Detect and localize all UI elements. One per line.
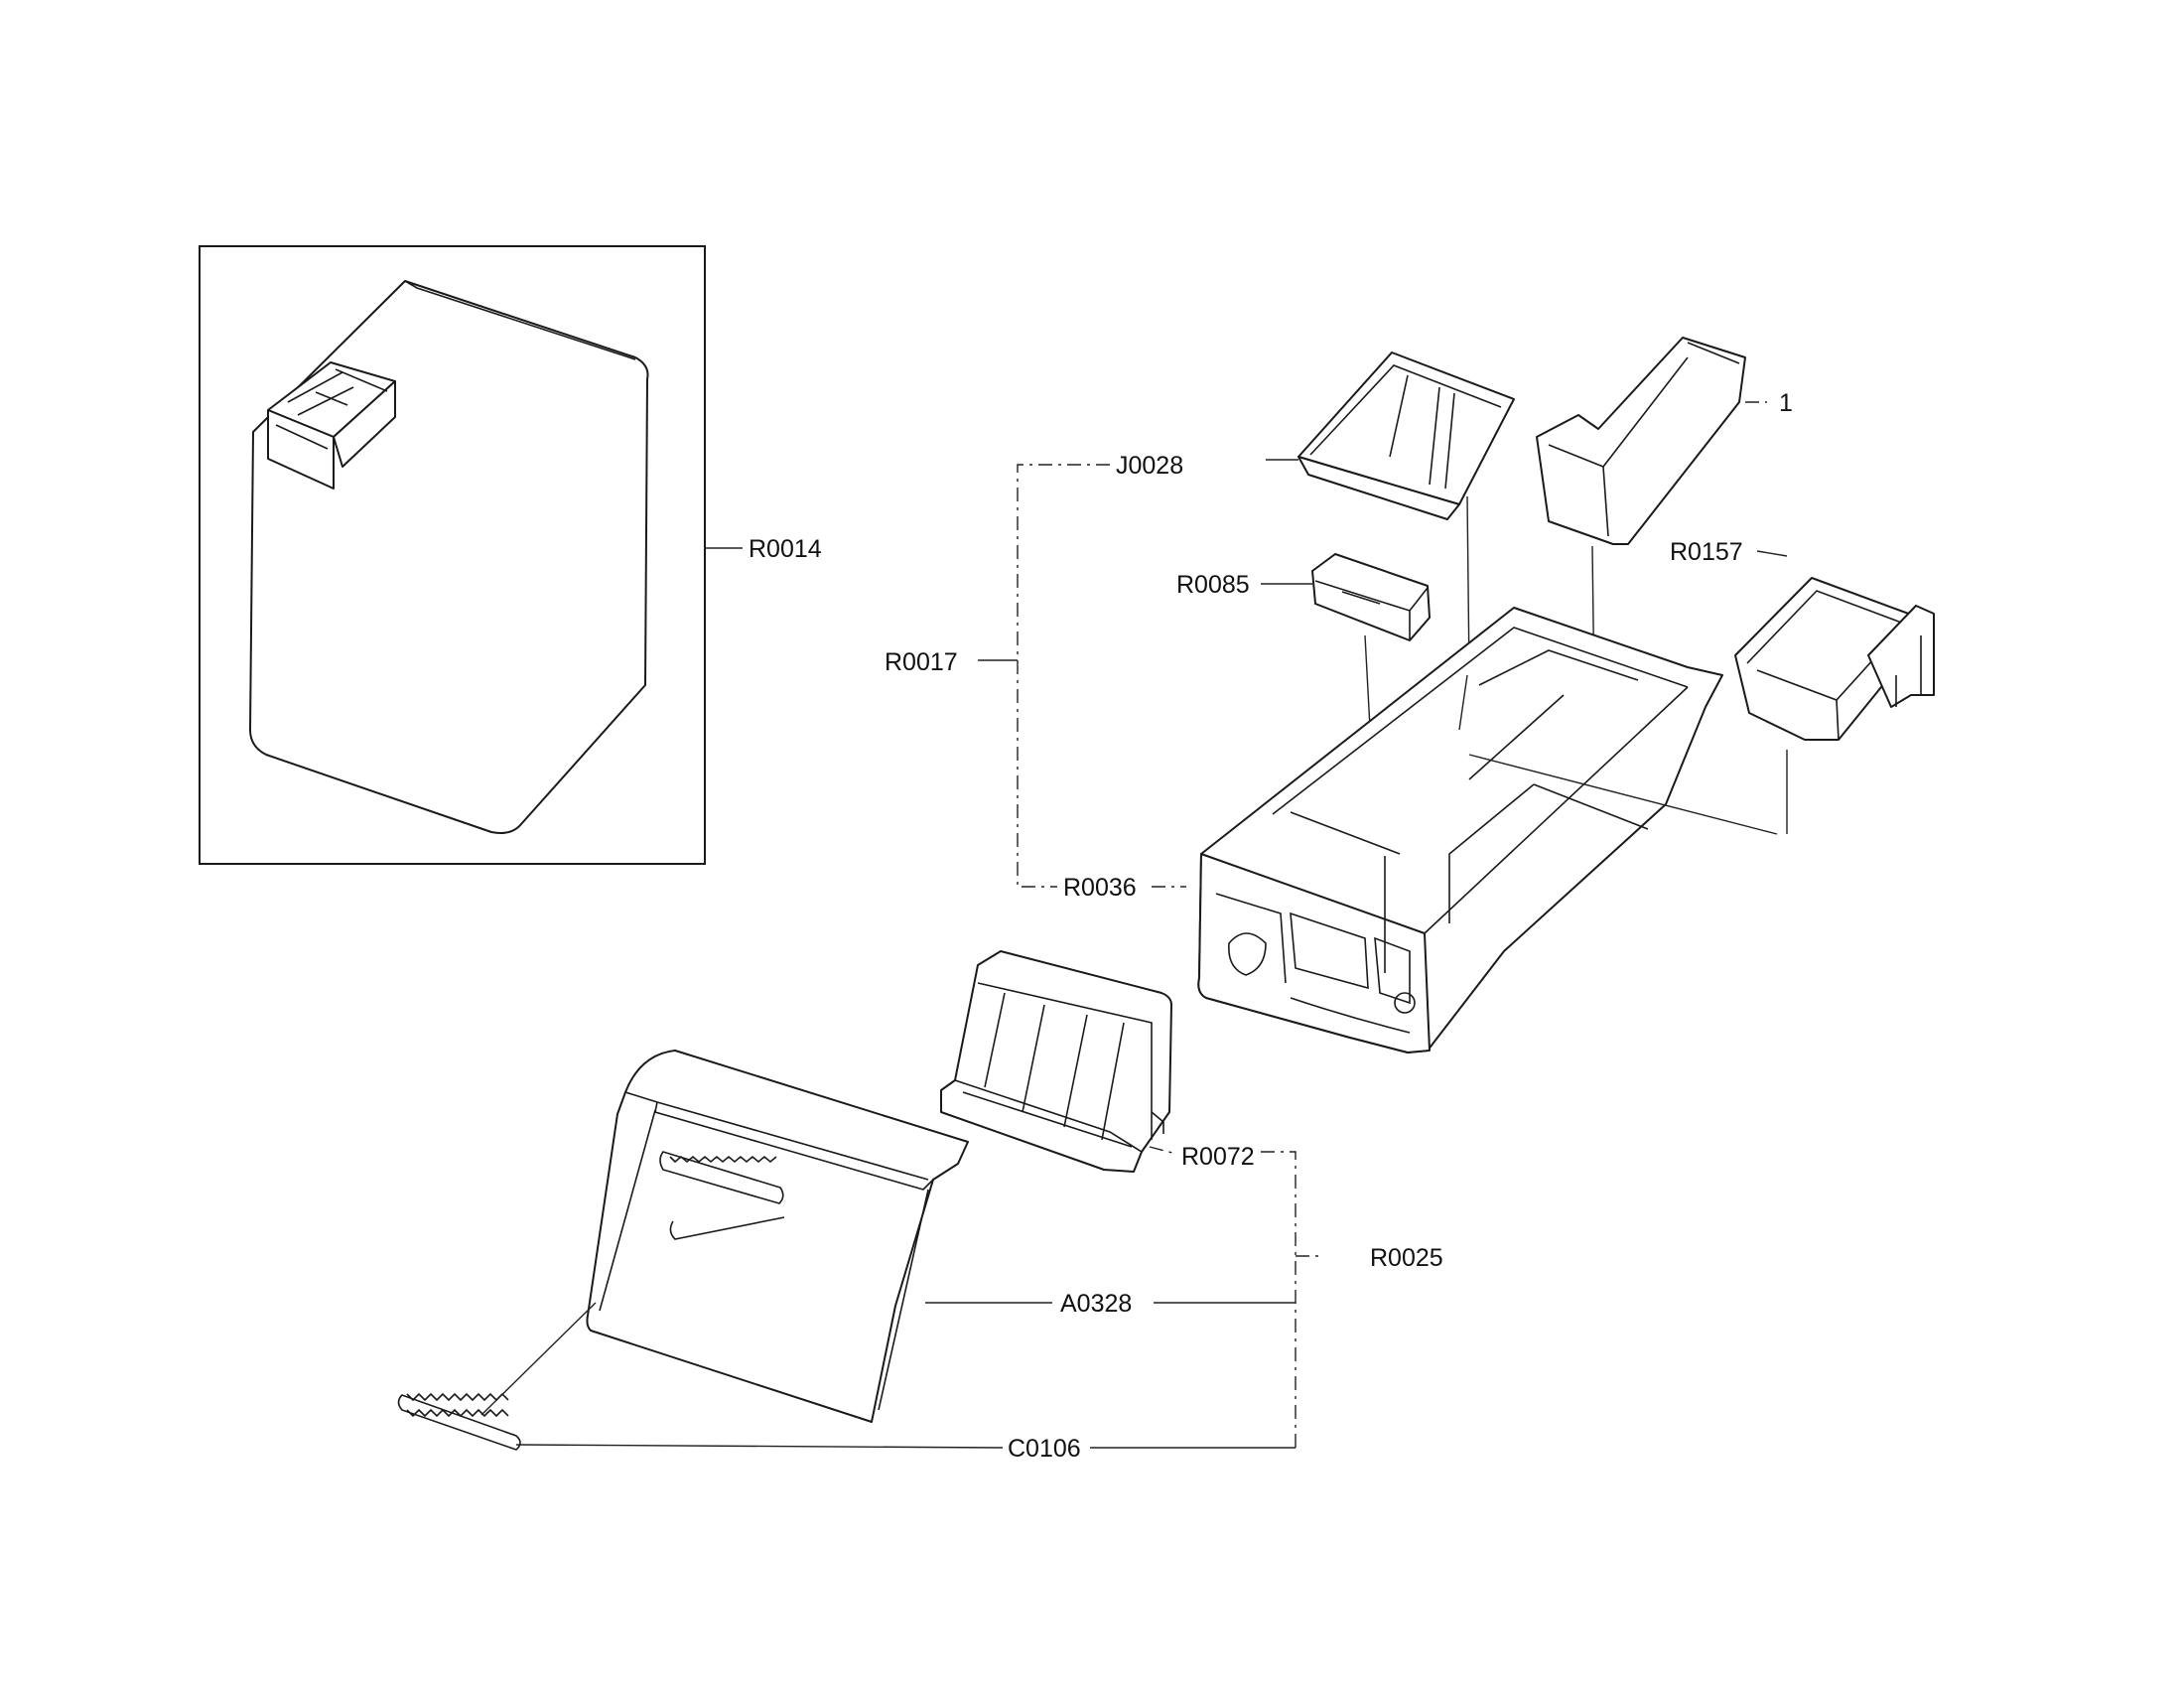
detergent-tray-j0028	[1266, 351, 1515, 676]
front-panel-a0328	[586, 1050, 1296, 1423]
washer-assembly-box	[199, 245, 706, 865]
label-r0157: R0157	[1670, 538, 1743, 566]
label-r0025: R0025	[1370, 1244, 1443, 1272]
label-r0017: R0017	[885, 648, 958, 676]
label-r0085: R0085	[1176, 571, 1250, 599]
label-r0036: R0036	[1063, 874, 1137, 902]
label-r0072: R0072	[1181, 1143, 1255, 1171]
bracket-r0017	[978, 464, 1110, 888]
label-j0028: J0028	[1116, 452, 1183, 480]
bleach-cup-r0157	[1734, 550, 1935, 834]
label-c0106: C0106	[1008, 1435, 1081, 1463]
inner-frame-r0072	[940, 950, 1172, 1173]
label-r0014: R0014	[749, 535, 822, 563]
washer-cabinet-drawing	[249, 280, 649, 834]
softener-cup-item-1	[1536, 337, 1767, 545]
bracket-r0025	[1261, 1151, 1320, 1448]
badge-c0106	[397, 1302, 1296, 1451]
dispenser-housing-r0036	[1197, 607, 1778, 1053]
label-item-1: 1	[1779, 389, 1793, 417]
label-a0328: A0328	[1060, 1290, 1132, 1318]
